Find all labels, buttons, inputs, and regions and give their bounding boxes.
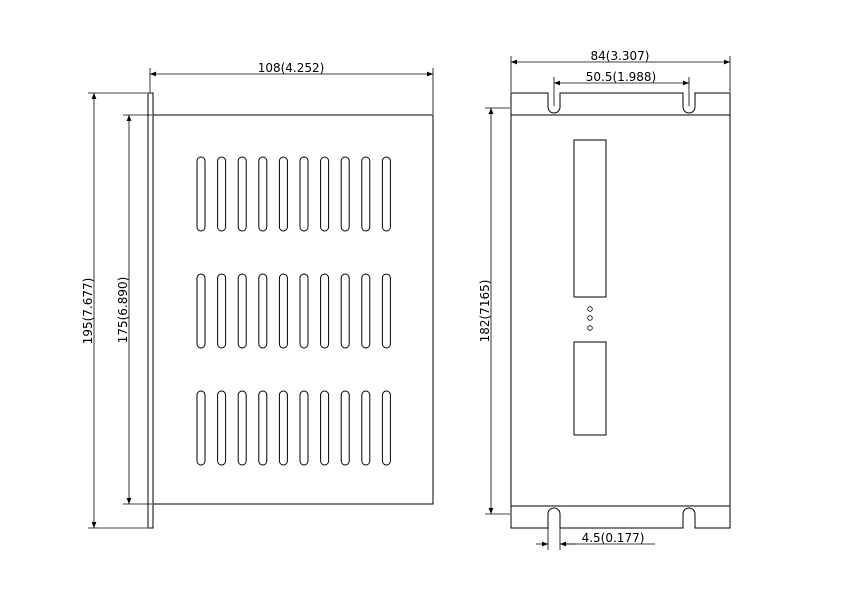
- vent-slot: [196, 156, 206, 232]
- vent-slot: [237, 390, 247, 466]
- vent-slot: [299, 156, 309, 232]
- vent-slot: [299, 390, 309, 466]
- side-view: 108(4.252) 195(7.677) 175(6.890): [81, 61, 434, 529]
- front-width-dimension: 84(3.307): [510, 49, 731, 92]
- front-body: [510, 114, 731, 507]
- slot-width-dimension: 4.5(0.177): [536, 514, 655, 550]
- vent-slot: [237, 273, 247, 349]
- vent-slot: [278, 273, 288, 349]
- front-height-label: 182(7165): [478, 280, 492, 343]
- vent-slot: [361, 390, 371, 466]
- vent-slot: [381, 273, 391, 349]
- side-body: [152, 114, 434, 505]
- side-inner-height-label: 175(6.890): [116, 277, 130, 344]
- vent-slot: [217, 273, 227, 349]
- indicator-dot: [587, 315, 593, 321]
- front-height-dimension: 182(7165): [478, 107, 510, 515]
- side-outer-height-label: 195(7.677): [81, 278, 95, 345]
- vent-slot: [340, 156, 350, 232]
- vent-slot: [361, 156, 371, 232]
- vent-slot: [381, 390, 391, 466]
- vent-slot: [217, 390, 227, 466]
- vent-slots: [196, 156, 391, 466]
- vent-slot: [237, 156, 247, 232]
- top-flange: [510, 92, 731, 116]
- vent-slot: [258, 273, 268, 349]
- vent-slot: [340, 390, 350, 466]
- vent-slot: [258, 390, 268, 466]
- vent-slot: [278, 156, 288, 232]
- slot-width-label: 4.5(0.177): [582, 531, 645, 545]
- mount-spacing-dimension: 50.5(1.988): [553, 70, 690, 106]
- vent-slot: [361, 273, 371, 349]
- vent-slot: [340, 273, 350, 349]
- vent-slot: [381, 156, 391, 232]
- vent-slot: [320, 273, 330, 349]
- indicator-dot: [587, 325, 593, 331]
- vent-slot: [320, 390, 330, 466]
- side-outer-height-dimension: 195(7.677): [81, 92, 147, 529]
- front-view: 84(3.307) 50.5(1.988) 182(7165) 4.5(0.17…: [478, 49, 731, 550]
- vent-slot: [196, 390, 206, 466]
- indicator-dot: [587, 306, 593, 312]
- vent-slot: [299, 273, 309, 349]
- side-width-dimension: 108(4.252): [149, 61, 434, 114]
- bottom-flange: [510, 505, 731, 529]
- lower-terminal-block: [573, 341, 607, 436]
- side-width-label: 108(4.252): [258, 61, 325, 75]
- vent-slot: [258, 156, 268, 232]
- front-width-label: 84(3.307): [591, 49, 650, 63]
- vent-slot: [320, 156, 330, 232]
- vent-slot: [278, 390, 288, 466]
- vent-slot: [217, 156, 227, 232]
- side-flange: [147, 92, 154, 529]
- mount-spacing-label: 50.5(1.988): [586, 70, 656, 84]
- side-inner-height-dimension: 175(6.890): [116, 114, 152, 505]
- upper-terminal-block: [573, 139, 607, 298]
- vent-slot: [196, 273, 206, 349]
